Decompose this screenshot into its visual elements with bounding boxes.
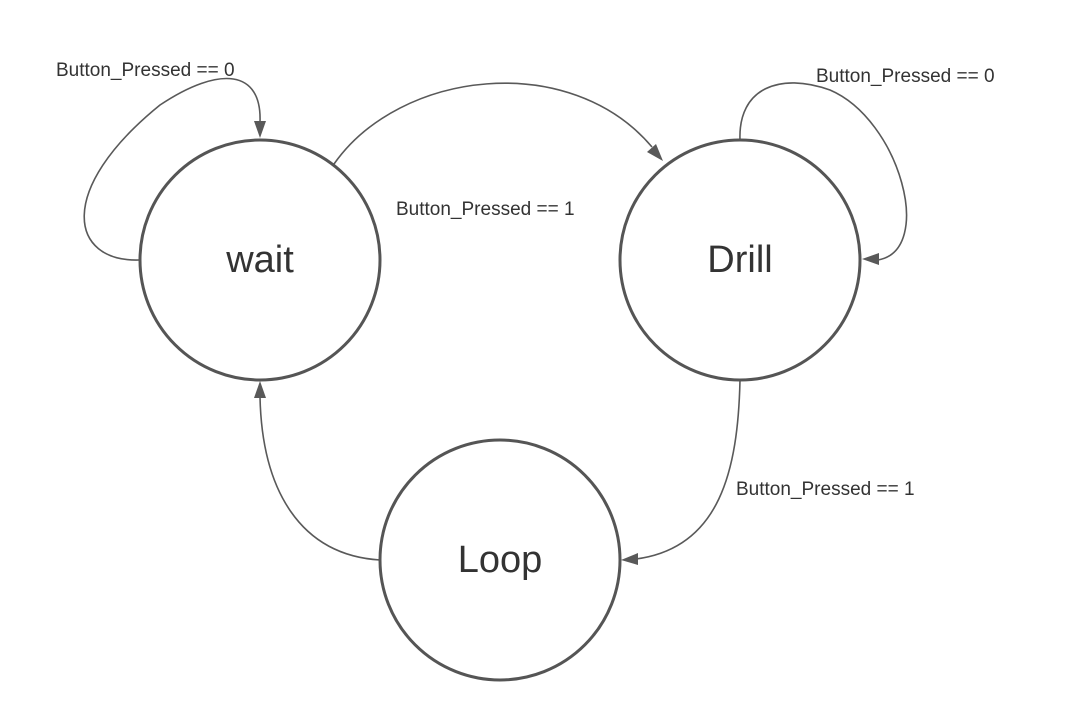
transition-label: Button_Pressed == 0 xyxy=(816,66,995,87)
state-loop: Loop xyxy=(378,438,622,682)
transition-label: Button_Pressed == 1 xyxy=(396,199,575,220)
transition-drill-self: Button_Pressed == 0 xyxy=(739,66,995,265)
state-drill: Drill xyxy=(618,138,862,382)
state-circle xyxy=(378,438,622,682)
arrowhead-icon xyxy=(647,144,663,161)
edge-path xyxy=(259,396,381,561)
transition-label: Button_Pressed == 0 xyxy=(56,60,235,81)
edge-path xyxy=(635,379,741,560)
transition-wait-to-drill: Button_Pressed == 1 xyxy=(333,82,663,220)
arrowhead-icon xyxy=(254,381,266,398)
transition-label: Button_Pressed == 1 xyxy=(736,479,915,500)
state-label: Drill xyxy=(707,239,772,281)
state-circle xyxy=(618,138,862,382)
arrowhead-icon xyxy=(254,121,266,138)
state-circle xyxy=(138,138,382,382)
arrowhead-icon xyxy=(621,553,638,565)
state-wait: wait xyxy=(138,138,382,382)
state-label: Loop xyxy=(458,539,543,581)
state-label: wait xyxy=(225,239,294,281)
edge-path xyxy=(739,82,908,261)
transition-drill-to-loop: Button_Pressed == 1 xyxy=(621,379,915,565)
edge-path xyxy=(333,82,653,165)
transition-loop-to-wait xyxy=(254,381,381,561)
arrowhead-icon xyxy=(862,253,879,265)
edge-path xyxy=(83,77,261,261)
transition-wait-self: Button_Pressed == 0 xyxy=(56,60,266,261)
